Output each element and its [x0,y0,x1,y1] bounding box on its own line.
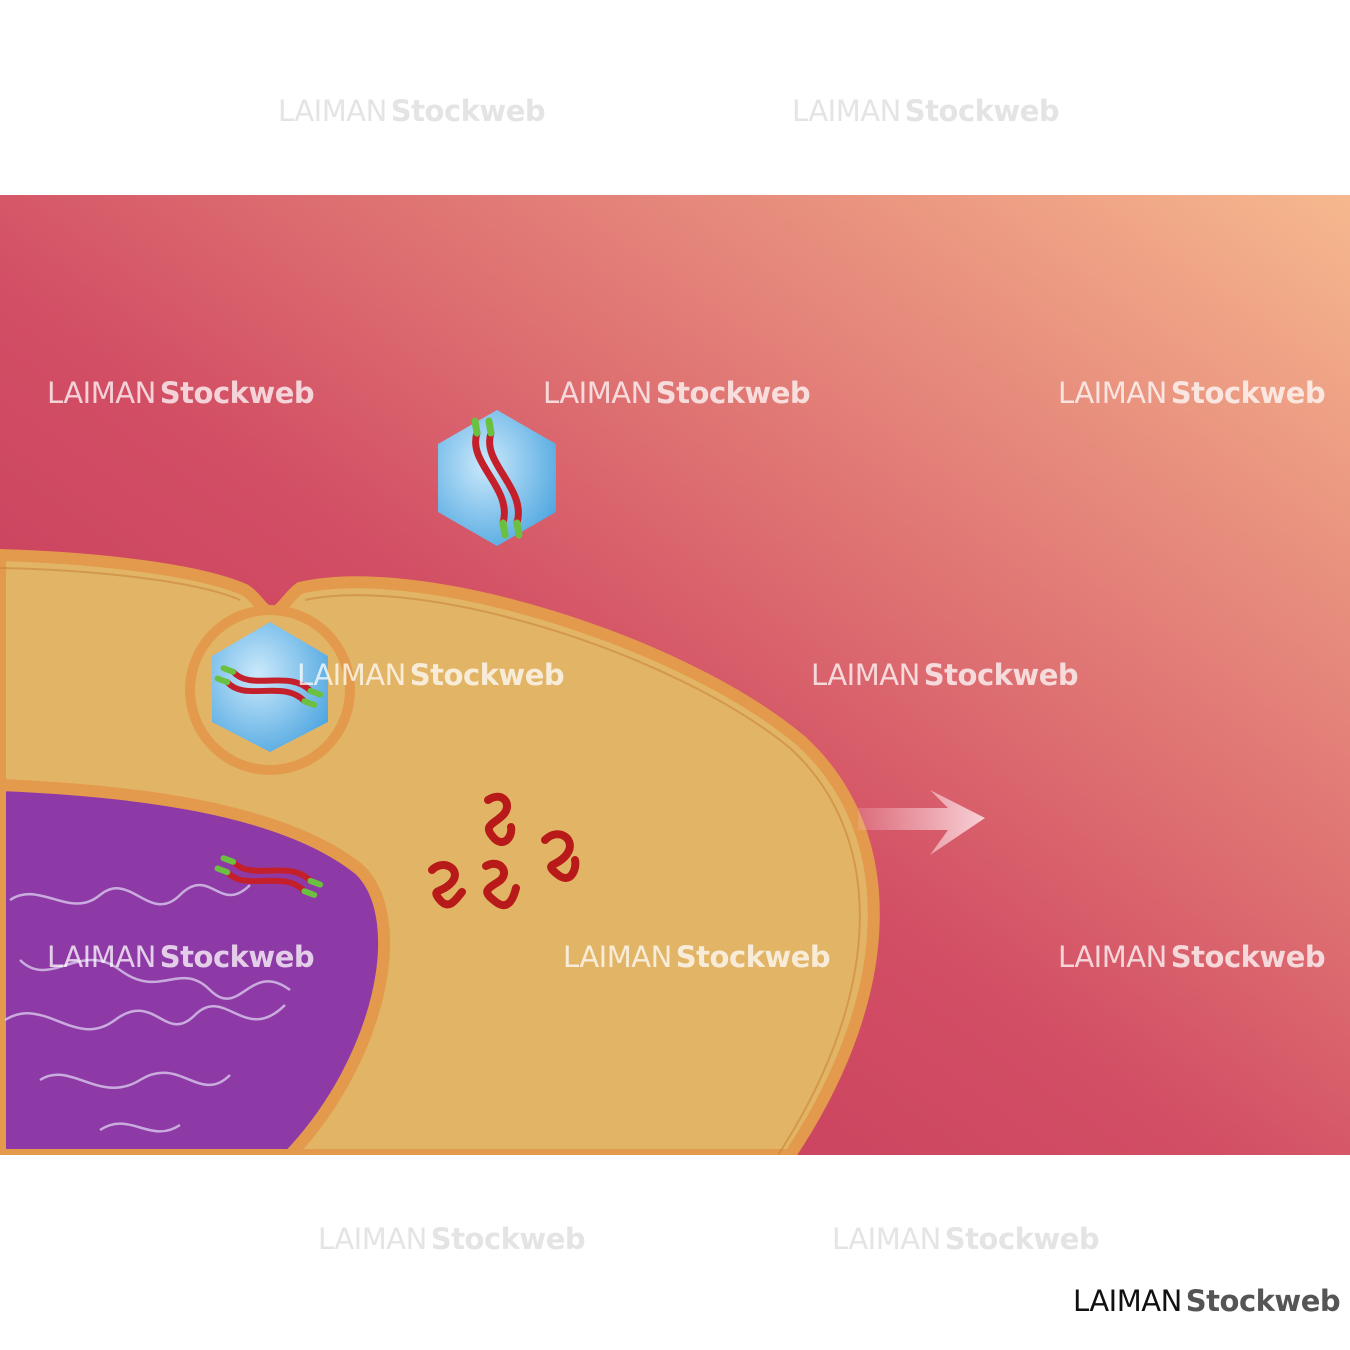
virus-in-vesicle [212,622,328,752]
virus-particle [438,410,556,546]
chromatin [4,883,291,1133]
exit-arrow [858,790,985,855]
logo-part2: Stockweb [1185,1284,1341,1318]
logo-part1: LAIMAN [1073,1284,1182,1318]
nucleus [0,778,391,1155]
viral-proteins [428,792,580,910]
